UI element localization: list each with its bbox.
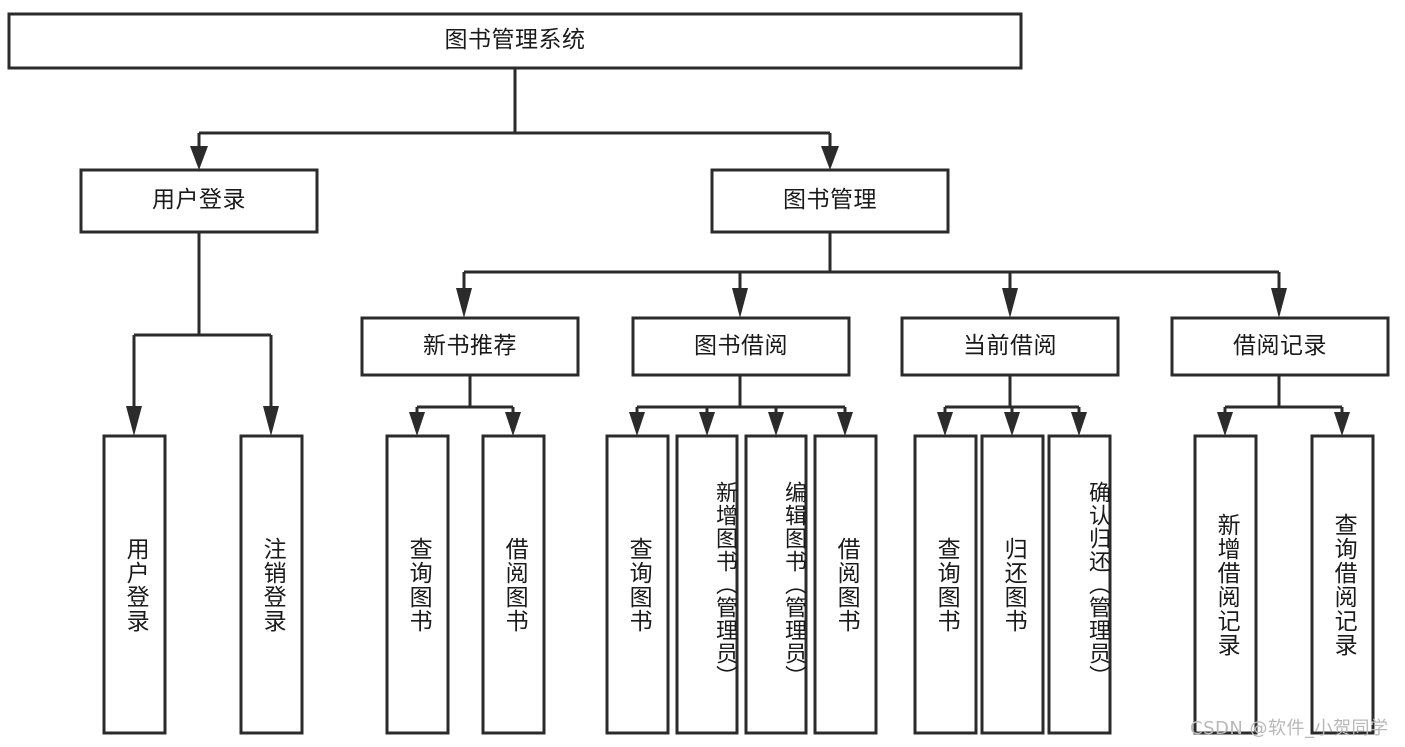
leaf-box-br-add-record[interactable] [1193, 434, 1258, 735]
arrow-head-nb-borrow-book [505, 412, 521, 436]
arrow-head-bb-edit-book [768, 412, 784, 436]
arrow-head-nb-query-book [409, 412, 425, 436]
leaf-box-cb-query-book[interactable] [913, 434, 978, 735]
leaf-box-bb-borrow-book[interactable] [813, 434, 878, 735]
connector-group-root [190, 68, 839, 170]
leaf-box-cb-return-book[interactable] [980, 434, 1045, 735]
leaf-box-bb-query-book[interactable] [605, 434, 670, 735]
node-box-root[interactable] [7, 12, 1023, 70]
arrow-head-cb-return-book [1004, 412, 1020, 436]
arrow-head-new-book-recommend [456, 288, 472, 318]
connector-group-borrow-record-leaves [1217, 375, 1350, 436]
arrow-head-cb-confirm-return [1071, 412, 1087, 436]
arrow-head-bb-query-book [629, 412, 645, 436]
connector-group-current-borrow-leaves [937, 375, 1087, 436]
arrow-head-book-manage [821, 146, 839, 170]
node-box-new-book-recommend[interactable] [360, 316, 580, 377]
arrow-head-bb-borrow-book [837, 412, 853, 436]
node-box-book-manage[interactable] [710, 168, 950, 234]
leaf-box-ul-logout[interactable] [239, 434, 304, 735]
node-box-user-login[interactable] [79, 168, 319, 234]
arrow-head-leaf-logout [263, 406, 279, 436]
leaf-box-bb-add-book[interactable] [675, 434, 739, 735]
node-box-book-borrow[interactable] [631, 316, 851, 377]
arrow-head-cb-query-book [937, 412, 953, 436]
node-box-borrow-record[interactable] [1170, 316, 1390, 377]
leaf-box-br-query-record[interactable] [1310, 434, 1375, 735]
leaf-box-nb-query-book[interactable] [385, 434, 450, 735]
connector-group-book-manage [456, 232, 1287, 318]
arrow-head-user-login [190, 146, 208, 170]
connector-group-new-book-leaves [409, 375, 521, 436]
leaf-box-bb-edit-book[interactable] [744, 434, 808, 735]
arrow-head-borrow-record [1271, 288, 1287, 318]
leaf-box-cb-confirm-return[interactable] [1047, 434, 1112, 735]
connector-group-user-login-leaves [126, 232, 279, 436]
node-box-current-borrow[interactable] [900, 316, 1120, 377]
leaf-box-ul-user-login[interactable] [102, 434, 167, 735]
arrow-head-br-query-record [1334, 412, 1350, 436]
arrow-head-leaf-user-login [126, 406, 142, 436]
arrow-head-current-borrow [1002, 288, 1018, 318]
arrow-head-bb-add-book [699, 412, 715, 436]
arrow-head-br-add-record [1217, 412, 1233, 436]
arrow-head-book-borrow [732, 288, 748, 318]
connector-group-book-borrow-leaves [629, 375, 853, 436]
leaf-box-nb-borrow-book[interactable] [481, 434, 546, 735]
